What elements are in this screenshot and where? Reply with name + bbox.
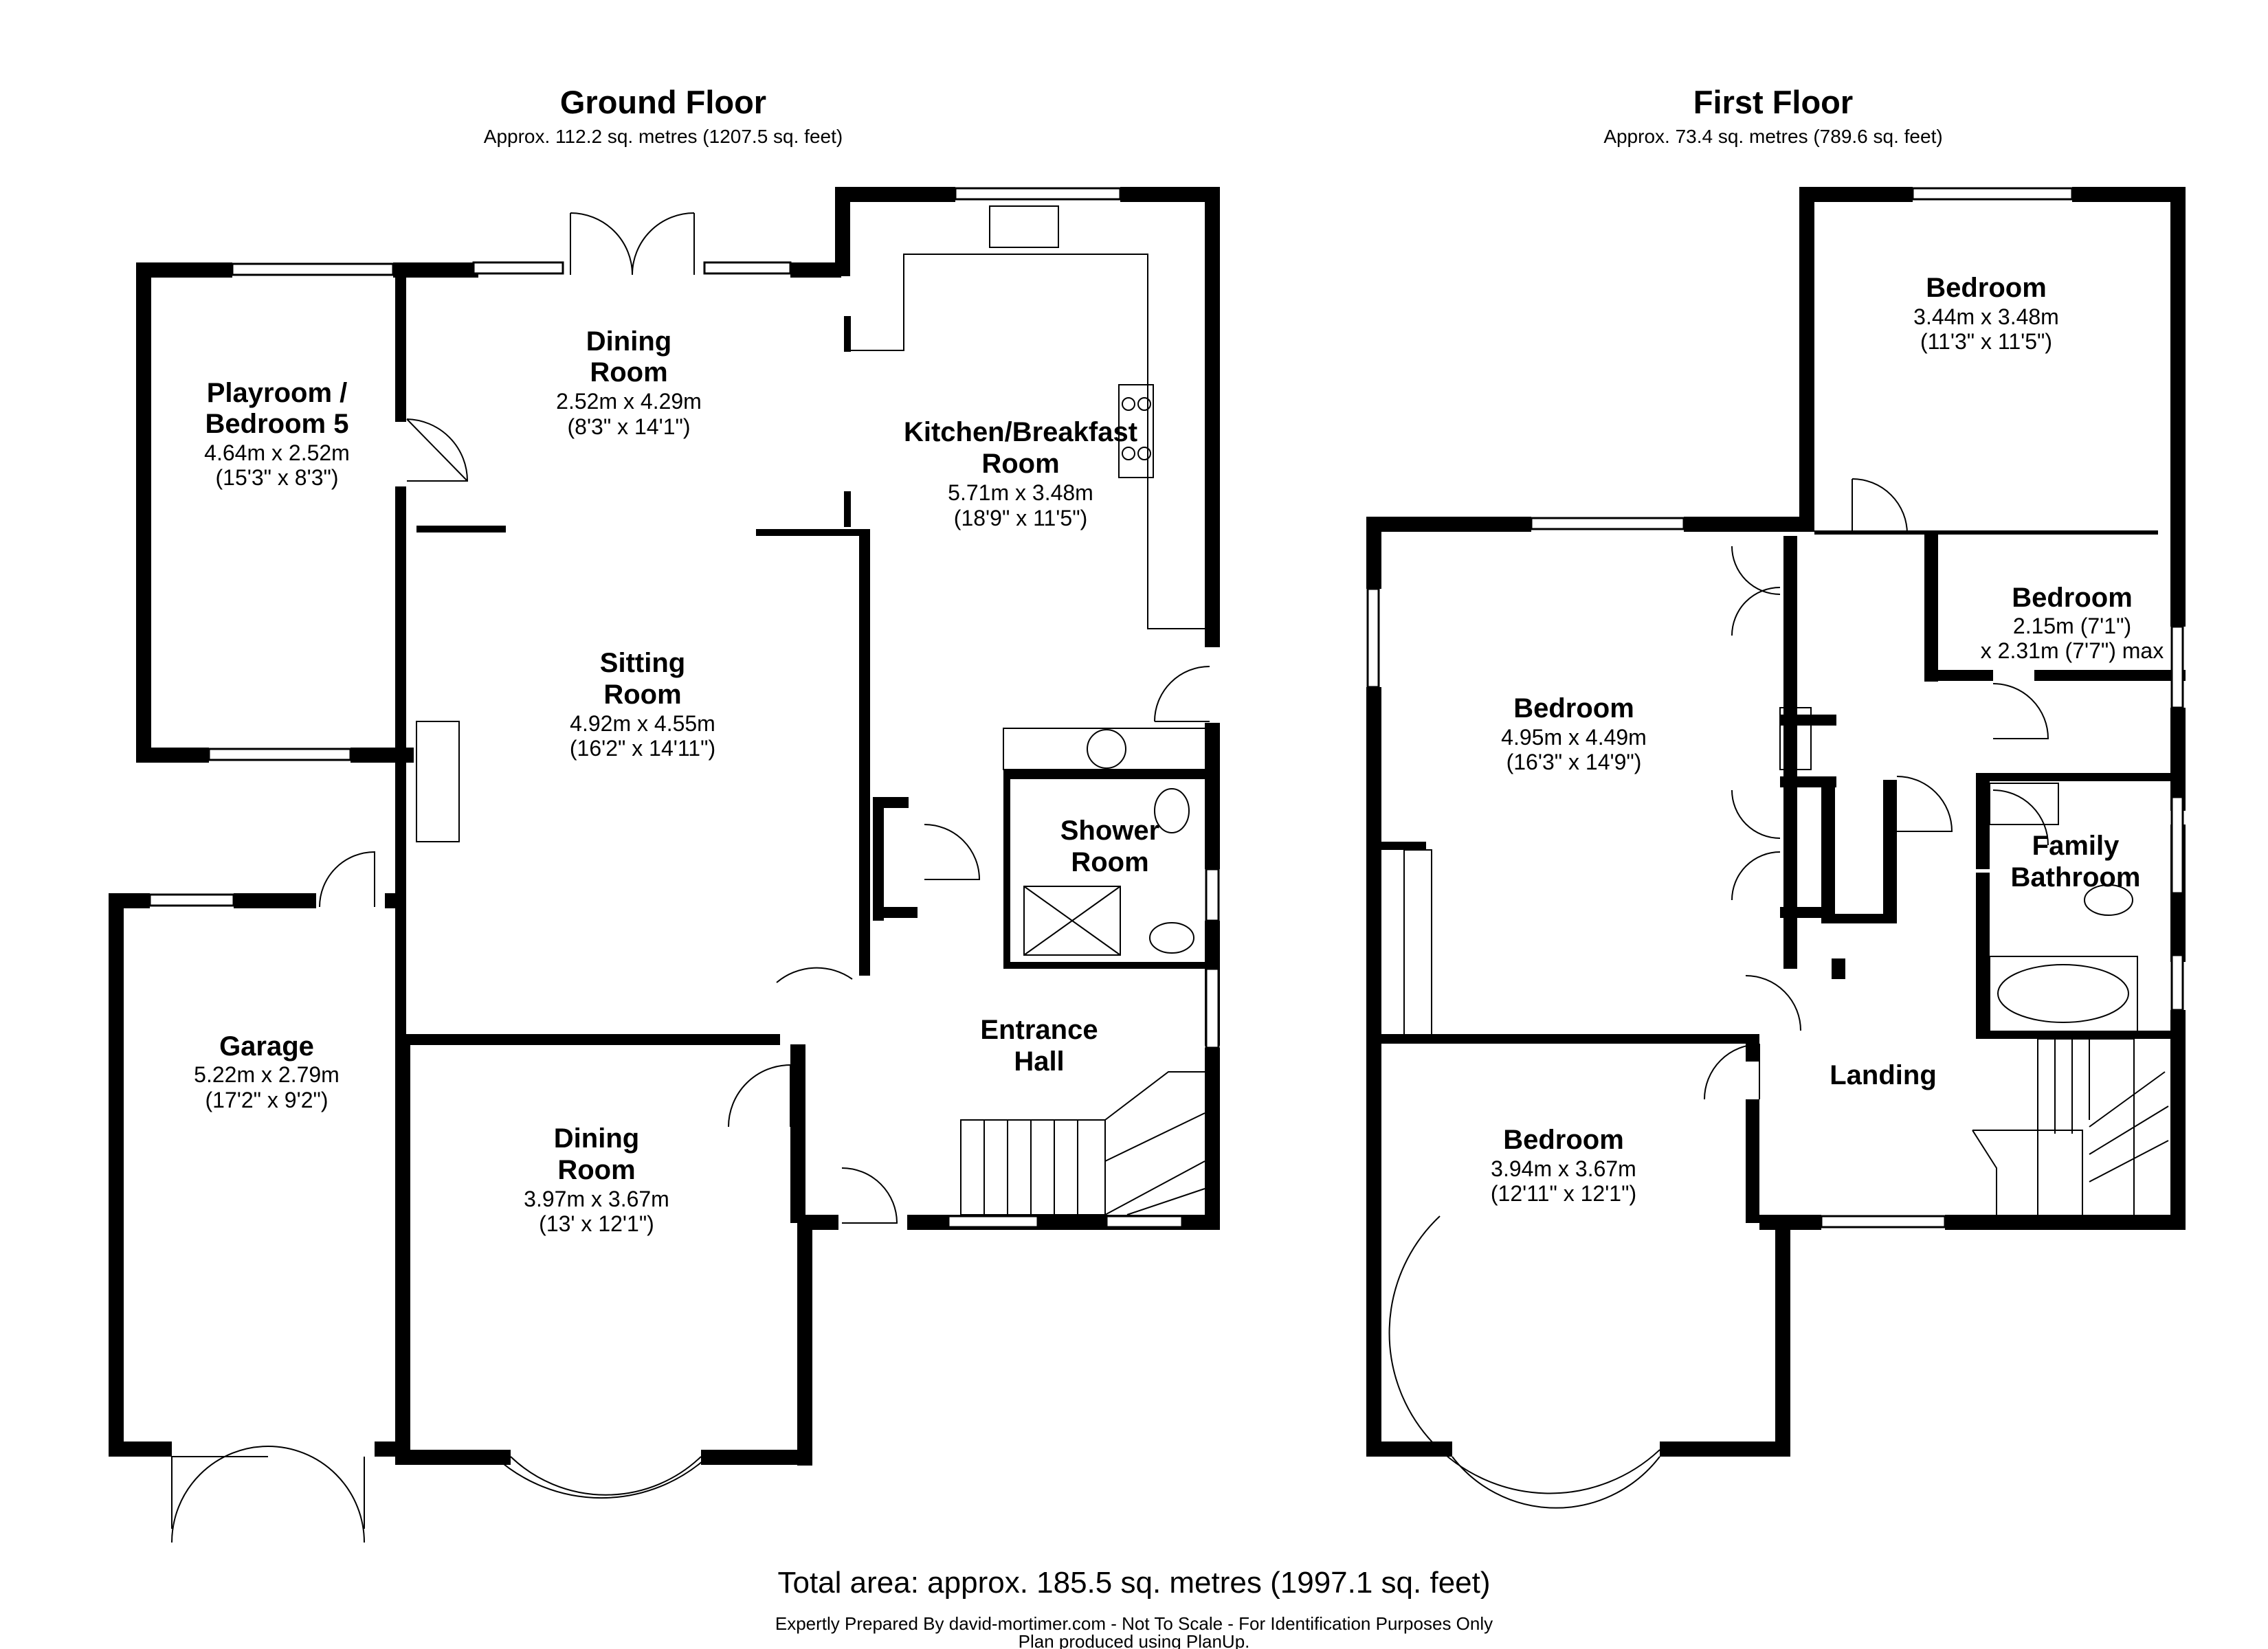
shower-tray-icon bbox=[1023, 886, 1121, 956]
room-shower: Shower Room bbox=[1060, 816, 1159, 877]
room-dimensions: 3.94m x 3.67m bbox=[1491, 1156, 1636, 1181]
first-floor-walls bbox=[1366, 187, 2186, 1457]
room-playroom: Playroom / Bedroom 5 4.64m x 2.52m (15'3… bbox=[204, 378, 350, 490]
room-name: Bedroom bbox=[1503, 1125, 1624, 1155]
room-landing: Landing bbox=[1830, 1060, 1937, 1090]
ground-floor-title: Ground Floor bbox=[560, 84, 766, 120]
toilet-icon bbox=[2084, 884, 2133, 916]
room-dimensions-imperial: (11'3" x 11'5") bbox=[1920, 329, 2052, 354]
room-bedroom-rear: Bedroom 3.44m x 3.48m (11'3" x 11'5") bbox=[1913, 273, 2059, 354]
room-name: Sitting bbox=[600, 648, 685, 678]
room-dimensions: 3.97m x 3.67m bbox=[524, 1187, 669, 1211]
room-dimensions: 4.64m x 2.52m bbox=[204, 440, 350, 465]
credit-line: Expertly Prepared By david-mortimer.com … bbox=[775, 1613, 1493, 1634]
washing-machine-icon bbox=[1087, 729, 1126, 769]
room-dining-rear: Dining Room 2.52m x 4.29m (8'3" x 14'1") bbox=[556, 326, 702, 439]
room-name: Bedroom bbox=[2012, 583, 2133, 613]
room-dimensions-imperial: (15'3" x 8'3") bbox=[215, 465, 338, 490]
room-dimensions: 5.22m x 2.79m bbox=[194, 1062, 340, 1087]
room-dimensions: 4.92m x 4.55m bbox=[570, 711, 715, 736]
room-name: Entrance bbox=[980, 1015, 1098, 1045]
room-entrance-hall: Entrance Hall bbox=[980, 1015, 1098, 1077]
ground-floor-plan: Ground Floor Approx. 112.2 sq. metres (1… bbox=[109, 84, 1220, 1543]
room-name: Garage bbox=[219, 1031, 314, 1062]
room-dimensions-imperial: (16'2" x 14'11") bbox=[570, 736, 715, 761]
room-name: Landing bbox=[1830, 1060, 1937, 1090]
basin-icon bbox=[1779, 707, 1812, 770]
room-bedroom-front: Bedroom 3.94m x 3.67m (12'11" x 12'1") bbox=[1491, 1125, 1636, 1206]
sink-icon bbox=[989, 205, 1059, 248]
first-floor-stairs bbox=[1972, 1038, 2169, 1218]
room-dimensions-imperial: (8'3" x 14'1") bbox=[567, 414, 690, 439]
kitchen-fixtures bbox=[850, 205, 1207, 956]
room-sitting: Sitting Room 4.92m x 4.55m (16'2" x 14'1… bbox=[570, 648, 715, 761]
room-name: Room bbox=[981, 449, 1059, 479]
hob-icon bbox=[1118, 384, 1154, 478]
footer: Total area: approx. 185.5 sq. metres (19… bbox=[775, 1566, 1493, 1649]
software-line: Plan produced using PlanUp. bbox=[1019, 1631, 1250, 1649]
room-dining-front: Dining Room 3.97m x 3.67m (13' x 12'1") bbox=[524, 1123, 669, 1236]
ground-floor-windows bbox=[148, 187, 1220, 1229]
room-bedroom-large: Bedroom 4.95m x 4.49m (16'3" x 14'9") bbox=[1501, 693, 1647, 774]
room-name: Shower bbox=[1060, 816, 1159, 846]
first-floor-title: First Floor bbox=[1693, 84, 1853, 120]
room-dimensions: 3.44m x 3.48m bbox=[1913, 304, 2059, 329]
room-name: Dining bbox=[554, 1123, 639, 1154]
toilet-icon bbox=[1154, 788, 1190, 833]
ground-floor-area: Approx. 112.2 sq. metres (1207.5 sq. fee… bbox=[484, 126, 843, 147]
room-garage: Garage 5.22m x 2.79m (17'2" x 9'2") bbox=[194, 1031, 340, 1112]
room-name: Hall bbox=[1014, 1046, 1064, 1077]
first-floor-windows bbox=[1366, 187, 2184, 1229]
room-kitchen: Kitchen/Breakfast Room 5.71m x 3.48m (18… bbox=[904, 417, 1137, 530]
room-dimensions: 5.71m x 3.48m bbox=[948, 480, 1093, 505]
ground-floor-stairs bbox=[960, 1071, 1205, 1215]
first-floor-fixtures bbox=[1403, 707, 2138, 1036]
chimney-breast bbox=[416, 721, 460, 842]
ground-floor-doors bbox=[171, 212, 1210, 1543]
room-dimensions-imperial: (13' x 12'1") bbox=[539, 1211, 654, 1236]
first-floor-plan: First Floor Approx. 73.4 sq. metres (789… bbox=[1366, 84, 2186, 1509]
total-area: Total area: approx. 185.5 sq. metres (19… bbox=[777, 1566, 1490, 1600]
room-dimensions-imperial: (12'11" x 12'1") bbox=[1491, 1181, 1636, 1206]
room-name: Bedroom 5 bbox=[205, 409, 349, 439]
room-dimensions-max: x 2.31m (7'7") max bbox=[1981, 638, 2164, 663]
room-dimensions-imperial: (18'9" x 11'5") bbox=[954, 506, 1087, 530]
room-dimensions-imperial: (17'2" x 9'2") bbox=[205, 1088, 328, 1112]
first-floor-doors bbox=[1388, 478, 2049, 1509]
bath-icon bbox=[1989, 956, 2138, 1033]
room-name: Playroom / bbox=[207, 378, 348, 408]
room-name: Room bbox=[557, 1155, 635, 1185]
room-dimensions: 2.52m x 4.29m bbox=[556, 389, 702, 414]
room-dimensions-imperial: (16'3" x 14'9") bbox=[1507, 750, 1642, 774]
room-dimensions: 2.15m (7'1") bbox=[2013, 614, 2131, 638]
room-dimensions: 4.95m x 4.49m bbox=[1501, 725, 1647, 750]
room-family-bathroom: Family Bathroom bbox=[2011, 831, 2141, 893]
sitting-room-fixtures bbox=[416, 721, 460, 842]
room-name: Room bbox=[590, 357, 667, 388]
room-name: Family bbox=[2032, 831, 2120, 861]
basin-icon bbox=[1149, 922, 1194, 954]
first-floor-area: Approx. 73.4 sq. metres (789.6 sq. feet) bbox=[1603, 126, 1942, 147]
room-name: Kitchen/Breakfast bbox=[904, 417, 1137, 447]
room-name: Room bbox=[1071, 847, 1148, 877]
room-name: Dining bbox=[586, 326, 671, 357]
wardrobe bbox=[1403, 849, 1432, 1036]
room-bedroom-small: Bedroom 2.15m (7'1") x 2.31m (7'7") max bbox=[1981, 583, 2164, 663]
room-name: Bathroom bbox=[2011, 862, 2141, 893]
room-name: Bedroom bbox=[1926, 273, 2047, 303]
bath-basin-icon bbox=[1989, 783, 2059, 825]
room-name: Bedroom bbox=[1513, 693, 1634, 723]
room-name: Room bbox=[603, 680, 681, 710]
